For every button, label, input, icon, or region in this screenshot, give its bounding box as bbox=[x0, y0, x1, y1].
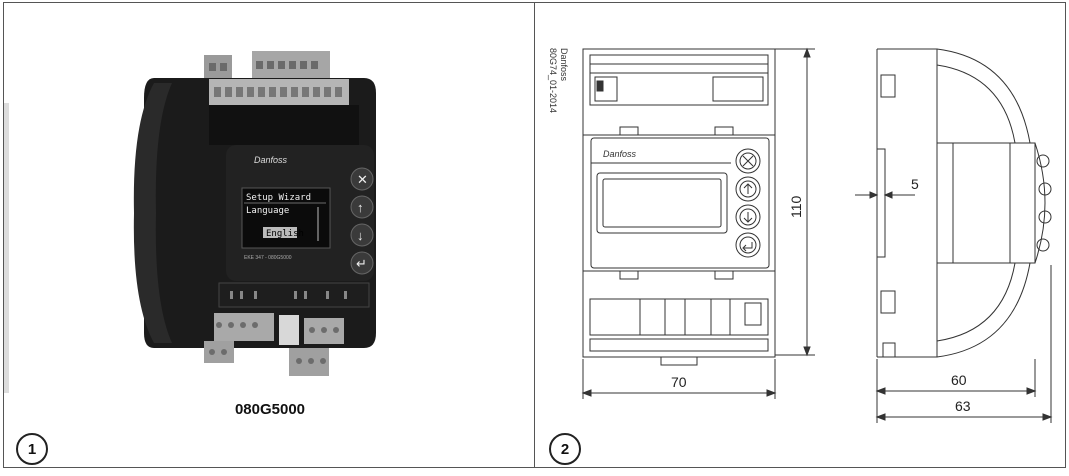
front-view: Danfoss bbox=[582, 48, 776, 366]
edge-text-strip bbox=[4, 103, 9, 393]
dim-depth: 60 63 bbox=[875, 265, 1053, 423]
svg-text:↵: ↵ bbox=[356, 256, 367, 271]
lcd-highlight bbox=[263, 227, 297, 238]
dim-recess-label: 5 bbox=[911, 176, 919, 192]
drawing-ref-line2: 80G74_01-2014 bbox=[548, 48, 558, 113]
side-view bbox=[876, 48, 1052, 358]
bottom-connector-c bbox=[204, 341, 234, 363]
svg-text:✕: ✕ bbox=[357, 172, 368, 187]
dim-depth-inner-label: 60 bbox=[951, 372, 967, 388]
dimension-drawing: Danfoss 80G74_01-2014 Danfoss bbox=[548, 47, 1053, 423]
panel-product-photo: Danfoss Setup Wizard Language English EK… bbox=[3, 2, 535, 468]
button-up-icon bbox=[350, 195, 374, 219]
bottom-label-tag bbox=[279, 315, 299, 345]
button-escape-icon bbox=[350, 167, 374, 191]
lcd-title: Setup Wizard bbox=[246, 193, 311, 203]
drawing-ref-line1: Danfoss bbox=[559, 48, 569, 82]
top-connector-a bbox=[204, 55, 232, 79]
dim-recess: 5 bbox=[855, 176, 919, 199]
lcd-value: English bbox=[266, 229, 304, 239]
device-buttons: ✕ ↑ ↓ ↵ bbox=[350, 167, 374, 275]
button-down-icon bbox=[350, 223, 374, 247]
dim-depth-total-label: 63 bbox=[955, 398, 971, 414]
device-photo: Danfoss Setup Wizard Language English EK… bbox=[4, 51, 376, 393]
lcd-line: Language bbox=[246, 206, 289, 216]
svg-text:↑: ↑ bbox=[357, 200, 364, 215]
upper-recess bbox=[209, 105, 359, 145]
dim-width: 70 bbox=[581, 359, 777, 399]
panel-number-2: 2 bbox=[549, 433, 581, 465]
panel-dimension-drawing: Danfoss 80G74_01-2014 Danfoss bbox=[534, 2, 1066, 468]
dim-height-label: 110 bbox=[788, 195, 804, 218]
front-brand: Danfoss bbox=[254, 155, 288, 165]
button-enter-icon bbox=[350, 251, 374, 275]
product-caption: 080G5000 bbox=[234, 401, 306, 418]
model-label: EKE 347 - 080G5000 bbox=[244, 255, 292, 261]
panel-number-1: 1 bbox=[16, 433, 48, 465]
dim-width-label: 70 bbox=[671, 374, 687, 390]
drawing-brand: Danfoss bbox=[603, 149, 637, 159]
svg-text:↓: ↓ bbox=[357, 228, 364, 243]
device-side-curve bbox=[133, 83, 172, 343]
dim-height: 110 bbox=[775, 47, 815, 357]
